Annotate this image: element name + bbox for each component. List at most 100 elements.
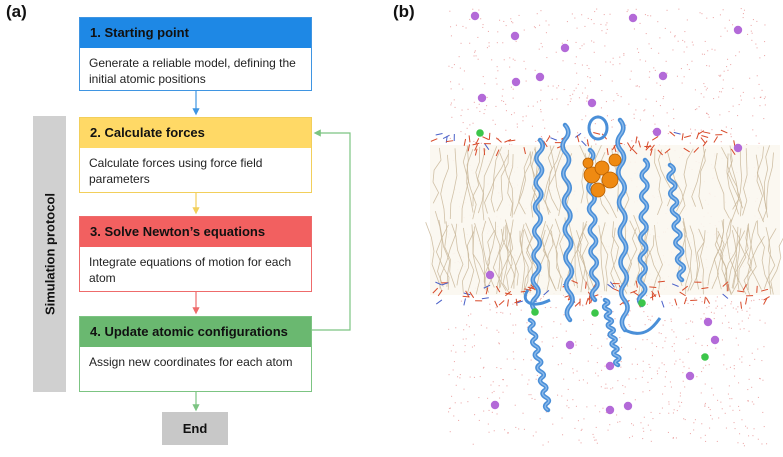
headgroup-atom (508, 139, 516, 142)
headgroup-atom (523, 147, 526, 155)
ion-sphere (511, 77, 521, 87)
headgroup-atom (627, 142, 632, 149)
headgroup-atom (649, 144, 655, 151)
headgroup-atom (611, 143, 617, 151)
headgroup-atom (638, 140, 641, 148)
lipid-tail (496, 149, 509, 212)
headgroup-atom (527, 286, 535, 290)
headgroup-atom (630, 290, 638, 294)
headgroup-atom (498, 300, 505, 306)
lipid-tail (652, 224, 663, 292)
lipid-tail (568, 223, 578, 289)
headgroup-atom (593, 131, 601, 135)
headgroup-atom (673, 131, 681, 135)
lipid-tail (434, 210, 444, 287)
headgroup-atom (730, 148, 736, 156)
ligand-atom (608, 153, 622, 167)
helix-6-highlight (667, 164, 685, 281)
headgroup-atom (446, 140, 454, 143)
headgroup-atom (669, 131, 676, 137)
step-1-description: Generate a reliable model, defining the … (89, 56, 296, 86)
lipid-tail (425, 222, 443, 292)
lipid-tail (506, 223, 519, 286)
headgroup-atom (469, 291, 475, 299)
headgroup-atom (645, 144, 651, 151)
headgroup-atom (635, 280, 638, 288)
headgroup-atom (703, 296, 706, 304)
lipid-tail (472, 146, 481, 207)
headgroup-atom (657, 280, 665, 283)
lipid-tail (438, 219, 451, 287)
lipid-tail (765, 227, 772, 295)
lipid-tail (698, 228, 705, 295)
ion-sphere (623, 401, 633, 411)
lipid-tail (683, 228, 691, 295)
headgroup-atom (585, 281, 587, 289)
headgroup-atom (545, 135, 551, 143)
ligand-atom (601, 171, 619, 189)
headgroup-atom (543, 289, 550, 296)
ion-sphere (733, 143, 743, 153)
helix-7-highlight (529, 319, 550, 411)
lipid-tail (728, 226, 739, 291)
lipid-tail (481, 220, 493, 291)
headgroup-atom (722, 281, 729, 287)
end-terminal: End (162, 412, 228, 445)
helix-5-highlight (638, 159, 649, 306)
ion-sphere (535, 72, 545, 82)
headgroup-atom (702, 140, 708, 147)
ion-sphere (490, 400, 500, 410)
headgroup-atom (515, 300, 523, 304)
lipid-tail (698, 147, 706, 210)
lipid-tail (745, 225, 757, 288)
lipid-tail (466, 230, 475, 295)
lipid-tail (689, 225, 699, 290)
lipid-tail (526, 224, 540, 289)
ion-sphere (652, 127, 662, 137)
headgroup-atom (435, 133, 443, 136)
lipid-tail (676, 148, 694, 212)
lipid-tail (510, 229, 524, 289)
lipid-tail (513, 152, 531, 215)
lipid-tail (432, 147, 442, 204)
lipid-tail (742, 148, 748, 216)
lipid-tail (600, 222, 606, 292)
lipid-tail (542, 224, 556, 289)
panel-label-b: (b) (393, 2, 415, 21)
step-2-description: Calculate forces using force field param… (89, 156, 263, 186)
helix-loop (587, 115, 609, 141)
ion-sphere (628, 13, 638, 23)
flowchart-arrows (192, 91, 351, 412)
ions (470, 11, 743, 415)
lipid-tail (726, 218, 737, 289)
ion-sphere (531, 308, 539, 316)
lipid-tail (507, 219, 515, 289)
lipid-tail (547, 146, 566, 211)
headgroup-atom (745, 297, 748, 305)
ion-sphere (591, 309, 599, 317)
lipid-tail (499, 152, 514, 218)
lipid-tail (461, 148, 474, 223)
lipid-tail (471, 224, 486, 290)
headgroup-atom (609, 281, 615, 288)
lipid-tail (743, 235, 765, 295)
lipid-tail (449, 148, 458, 220)
lipid-tail (472, 226, 481, 295)
panel-label-a: (a) (6, 2, 27, 21)
lipid-tail (499, 224, 507, 288)
step-1-title: 1. Starting point (80, 18, 311, 48)
headgroup-atom (700, 137, 706, 144)
headgroup-atom (720, 129, 728, 134)
lipid-tail (731, 230, 747, 294)
lipid-tail (504, 219, 513, 290)
headgroup-atom (504, 139, 512, 143)
lipid-tail (729, 153, 742, 217)
lipid-tail (466, 145, 474, 213)
headgroup-atom (606, 148, 609, 156)
ion-sphere (605, 405, 615, 415)
simulation-protocol-bracket: Simulation protocol (33, 116, 66, 392)
headgroup-atom (645, 141, 649, 149)
lipid-tail (474, 222, 490, 293)
headgroup-atom (683, 147, 690, 153)
headgroup-atom (683, 297, 687, 305)
